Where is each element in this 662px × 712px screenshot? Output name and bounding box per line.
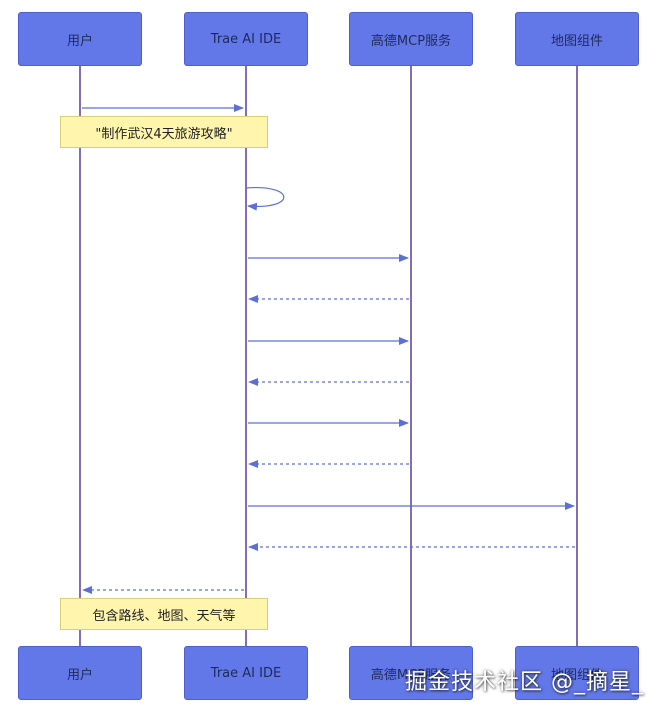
actor-trae-ide-top: Trae AI IDE xyxy=(184,12,308,66)
actor-map-component-bottom: 地图组件 xyxy=(515,646,639,700)
note-text: 包含路线、地图、天气等 xyxy=(92,608,236,624)
actor-trae-ide-bottom: Trae AI IDE xyxy=(184,646,308,700)
actor-amap-mcp-top: 高德MCP服务 xyxy=(349,12,473,66)
actor-label: Trae AI IDE xyxy=(210,665,282,681)
actor-user-top: 用户 xyxy=(18,12,142,66)
watermark: 掘金技术社区 @_摘星_ xyxy=(405,670,644,695)
actor-label: 高德MCP服务 xyxy=(370,33,452,49)
actor-label: 地图组件 xyxy=(550,33,603,49)
note-text: "制作武汉4天旅游攻略" xyxy=(95,126,233,142)
actor-label: 用户 xyxy=(66,33,93,49)
note-request: "制作武汉4天旅游攻略" xyxy=(60,116,268,148)
note-result: 包含路线、地图、天气等 xyxy=(60,598,268,630)
self-message-arrow xyxy=(245,186,285,211)
actor-label: Trae AI IDE xyxy=(210,31,282,47)
actor-map-component-top: 地图组件 xyxy=(515,12,639,66)
message-arrows xyxy=(82,104,575,594)
actor-label: 地图组件 xyxy=(550,667,603,683)
actor-label: 用户 xyxy=(66,667,93,683)
actor-label: 高德MCP服务 xyxy=(370,667,452,683)
actor-user-bottom: 用户 xyxy=(18,646,142,700)
actor-amap-mcp-bottom: 高德MCP服务 xyxy=(349,646,473,700)
